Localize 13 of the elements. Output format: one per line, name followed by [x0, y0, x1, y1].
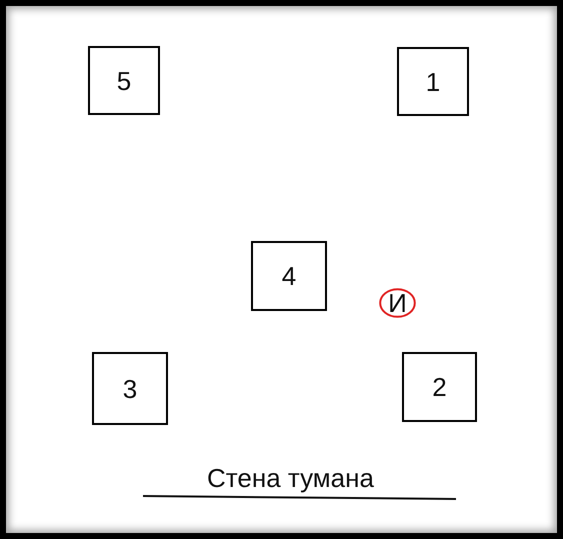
- room-box: [397, 47, 469, 116]
- box-number: 3: [122, 376, 138, 402]
- room-box: [88, 46, 160, 115]
- circle-marker: [379, 288, 416, 318]
- box-number: 4: [282, 263, 296, 289]
- room-box: [402, 352, 477, 422]
- circle-letter: И: [388, 290, 407, 316]
- box-number: 2: [432, 374, 447, 400]
- room-box: [92, 352, 168, 425]
- room-box: [251, 241, 327, 311]
- wall-label: Стена тумана: [207, 464, 374, 493]
- box-number: 5: [116, 68, 132, 94]
- box-number: 1: [426, 68, 440, 94]
